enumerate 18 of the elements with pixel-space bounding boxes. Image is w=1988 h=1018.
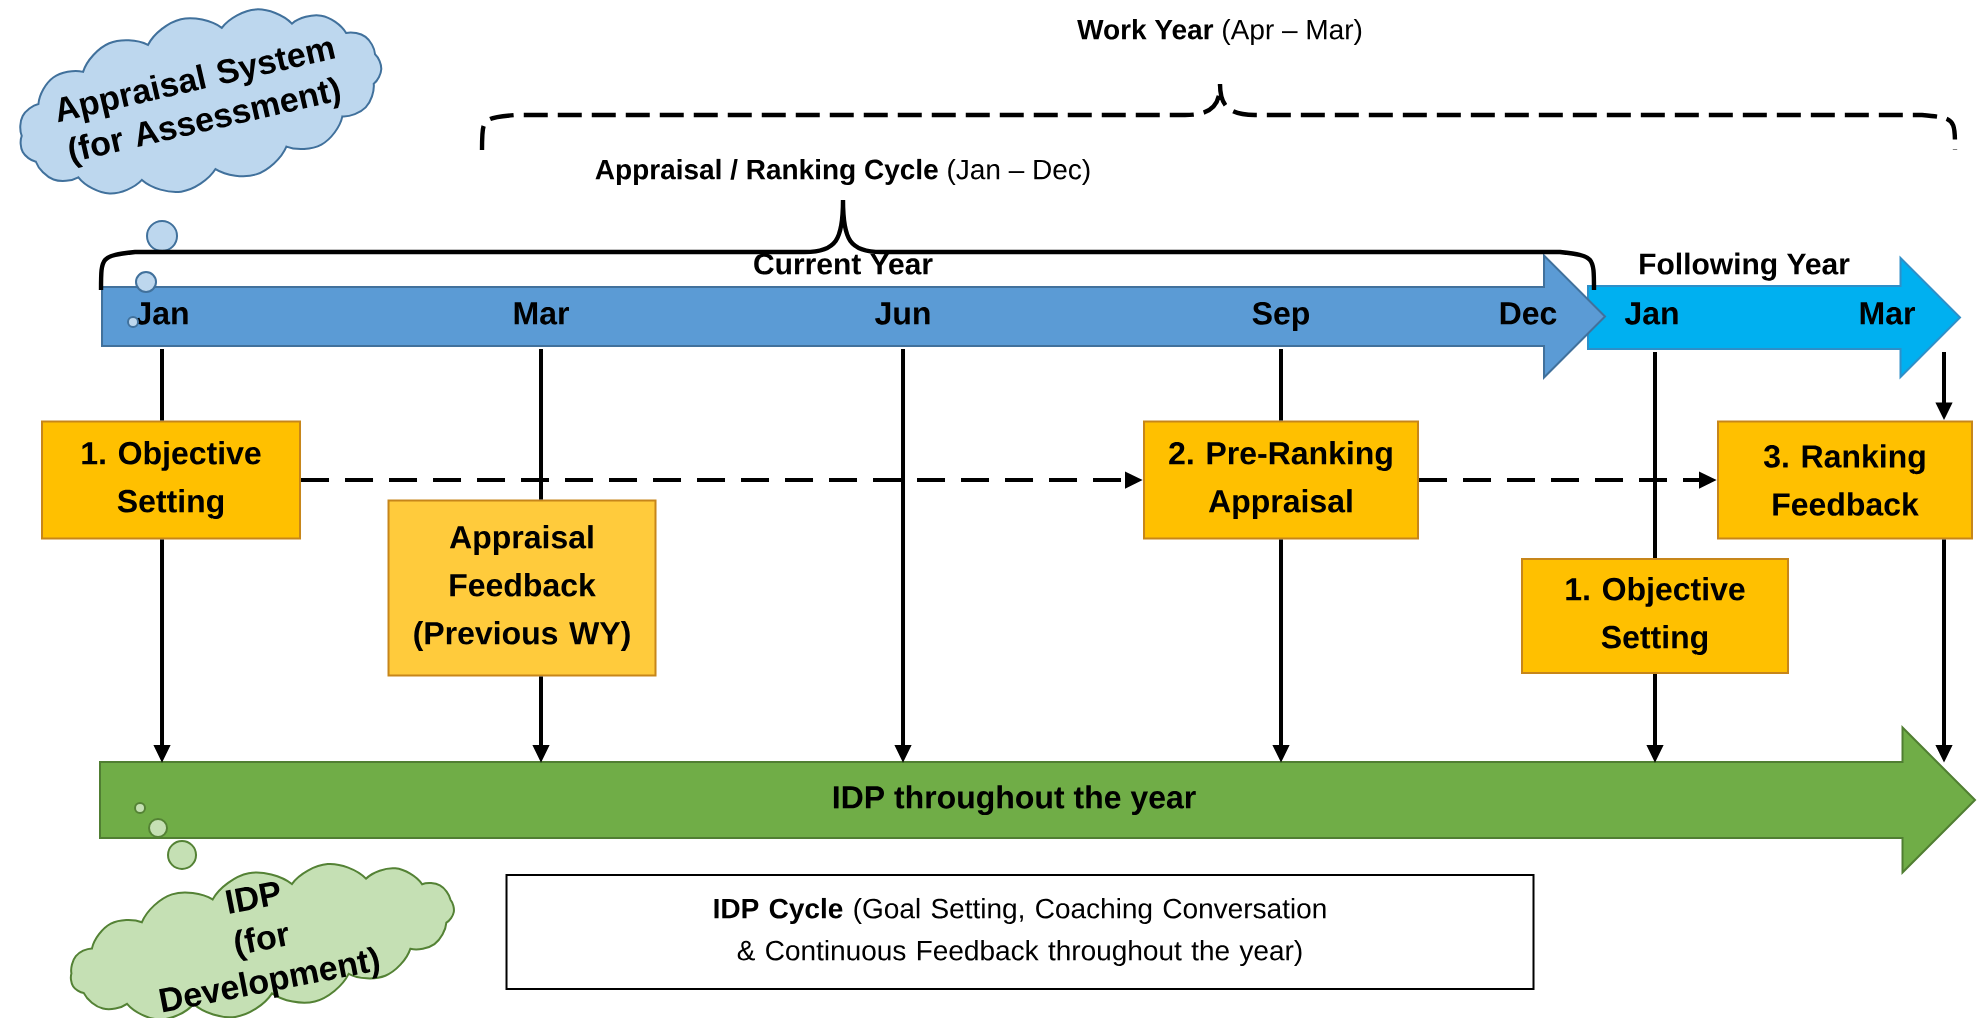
month-label: Dec [1500,302,1557,325]
process-box: 3. Ranking Feedback [1717,420,1973,540]
process-box: 2. Pre-Ranking Appraisal [1143,420,1419,540]
year-label: Following Year [1640,252,1850,281]
month-label: Mar [514,302,569,325]
bracket-label: Appraisal / Ranking Cycle (Jan – Dec) [595,158,1090,186]
note-box: IDP Cycle (Goal Setting, Coaching Conversation & Continuous Feedback throughout the year) [505,874,1535,990]
month-label: Jan [134,302,188,325]
bracket-label: Work Year (Apr – Mar) [1077,18,1362,46]
band-label: IDP throughout the year [833,785,1196,816]
process-box: 1. Objective Setting [41,420,301,540]
month-label: Jun [875,302,930,325]
process-box: 1. Objective Setting [1521,558,1789,674]
month-label: Jan [1624,302,1678,325]
month-label: Sep [1252,302,1309,331]
process-box: Appraisal Feedback (Previous WY) [387,499,657,677]
month-label: Mar [1860,302,1915,325]
year-label: Current Year [754,253,933,275]
